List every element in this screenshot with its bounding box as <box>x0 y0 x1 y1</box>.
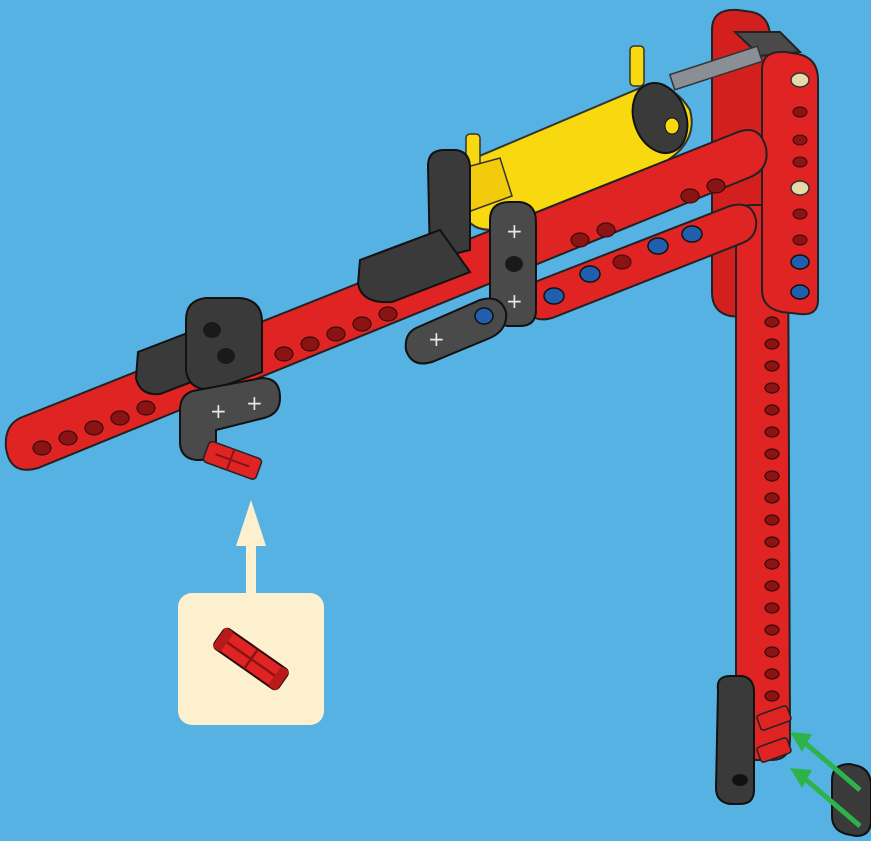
cross-hole-3: + <box>428 327 445 351</box>
callout-arrow <box>236 500 266 596</box>
bottom-connector-hole <box>732 774 748 786</box>
axle-connector-part <box>178 593 324 725</box>
parts-callout <box>178 593 324 725</box>
cylinder-end-hole <box>665 118 679 134</box>
left-top-connector <box>186 298 262 390</box>
cross-hole-4: + <box>210 399 227 423</box>
blue-pin-mid <box>475 308 493 324</box>
placed-axle-connector <box>202 440 262 480</box>
vertical-beam-front <box>762 52 818 314</box>
left-top-hole-1 <box>203 322 221 338</box>
bottom-connector <box>716 676 754 804</box>
round-hole <box>505 256 523 272</box>
left-top-hole-2 <box>217 348 235 364</box>
incoming-dark-connector <box>832 764 871 836</box>
left-connectors: + + <box>136 298 280 480</box>
cross-hole-5: + <box>246 391 263 415</box>
cross-hole-2: + <box>506 289 523 313</box>
air-inlet-top <box>630 46 644 86</box>
cross-hole-1: + <box>506 219 523 243</box>
